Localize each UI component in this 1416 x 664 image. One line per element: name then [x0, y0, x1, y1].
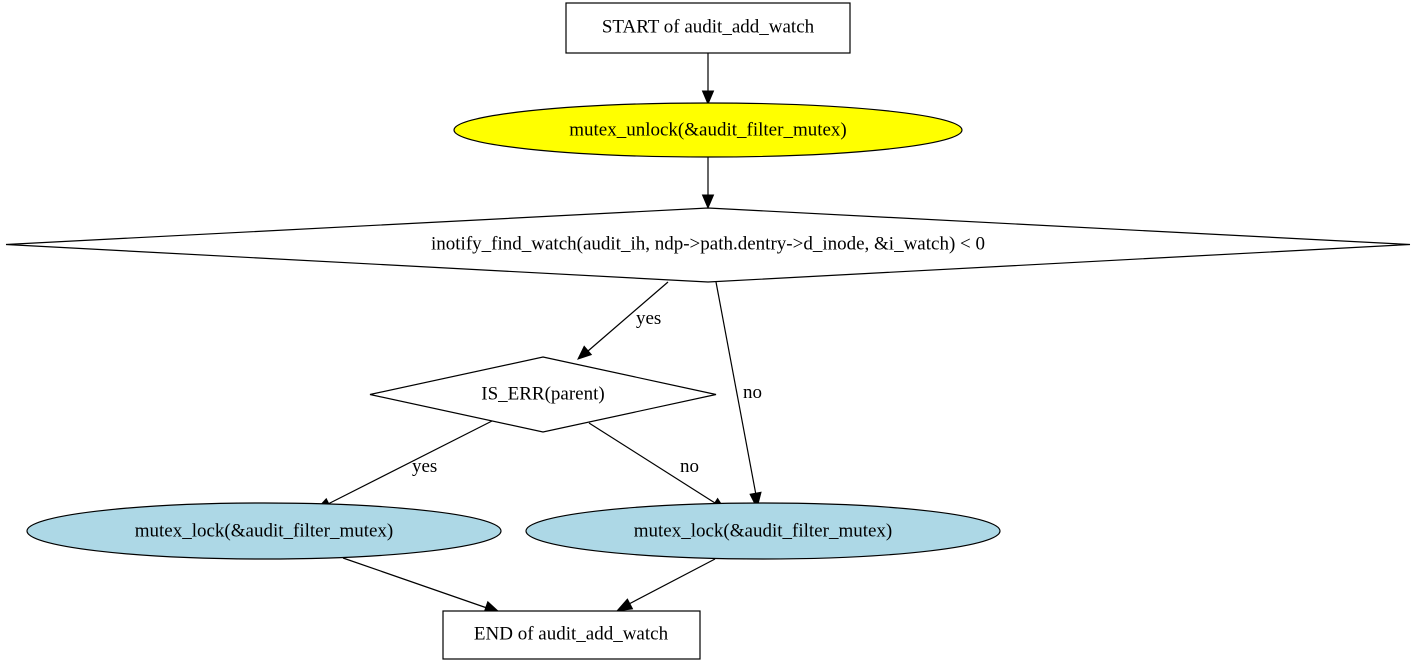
edge-unlock-to-find-watch	[701, 157, 715, 210]
edge-lock-left-to-end	[342, 557, 501, 613]
node-mutex-unlock: mutex_unlock(&audit_filter_mutex)	[453, 102, 963, 158]
edge-label-is-err-no: no	[680, 456, 699, 477]
edge-find-watch-to-lock-right	[715, 281, 762, 510]
node-end: END of audit_add_watch	[442, 610, 701, 660]
node-mutex-lock-right: mutex_lock(&audit_filter_mutex)	[525, 502, 1001, 560]
end-box	[442, 610, 701, 660]
start-box	[565, 2, 851, 54]
edge-label-find-watch-yes: yes	[636, 308, 661, 329]
mutex-unlock-label: mutex_unlock(&audit_filter_mutex)	[569, 119, 847, 140]
edge-start-to-unlock	[701, 53, 715, 106]
start-label: START of audit_add_watch	[602, 16, 815, 37]
mutex-lock-left-ellipse	[26, 502, 502, 560]
mutex-lock-right-ellipse	[525, 502, 1001, 560]
node-find-watch-decision: inotify_find_watch(audit_ih, ndp->path.d…	[5, 207, 1411, 283]
is-err-label: IS_ERR(parent)	[481, 383, 604, 404]
node-mutex-lock-left: mutex_lock(&audit_filter_mutex)	[26, 502, 502, 560]
node-start: START of audit_add_watch	[565, 2, 851, 54]
mutex-unlock-ellipse	[453, 102, 963, 158]
find-watch-diamond	[5, 207, 1411, 283]
end-label: END of audit_add_watch	[474, 623, 669, 644]
find-watch-label: inotify_find_watch(audit_ih, ndp->path.d…	[431, 233, 985, 254]
edge-is-err-to-lock-left	[314, 420, 493, 511]
edge-label-is-err-yes: yes	[412, 456, 437, 477]
node-is-err-decision: IS_ERR(parent)	[369, 356, 717, 433]
edge-is-err-to-lock-right	[588, 422, 727, 511]
edge-lock-right-to-end	[615, 558, 716, 612]
edge-find-watch-to-is-err	[577, 281, 669, 360]
mutex-lock-left-label: mutex_lock(&audit_filter_mutex)	[135, 520, 394, 541]
mutex-lock-right-label: mutex_lock(&audit_filter_mutex)	[634, 520, 893, 541]
edge-label-find-watch-no: no	[743, 382, 762, 403]
is-err-diamond	[369, 356, 717, 433]
